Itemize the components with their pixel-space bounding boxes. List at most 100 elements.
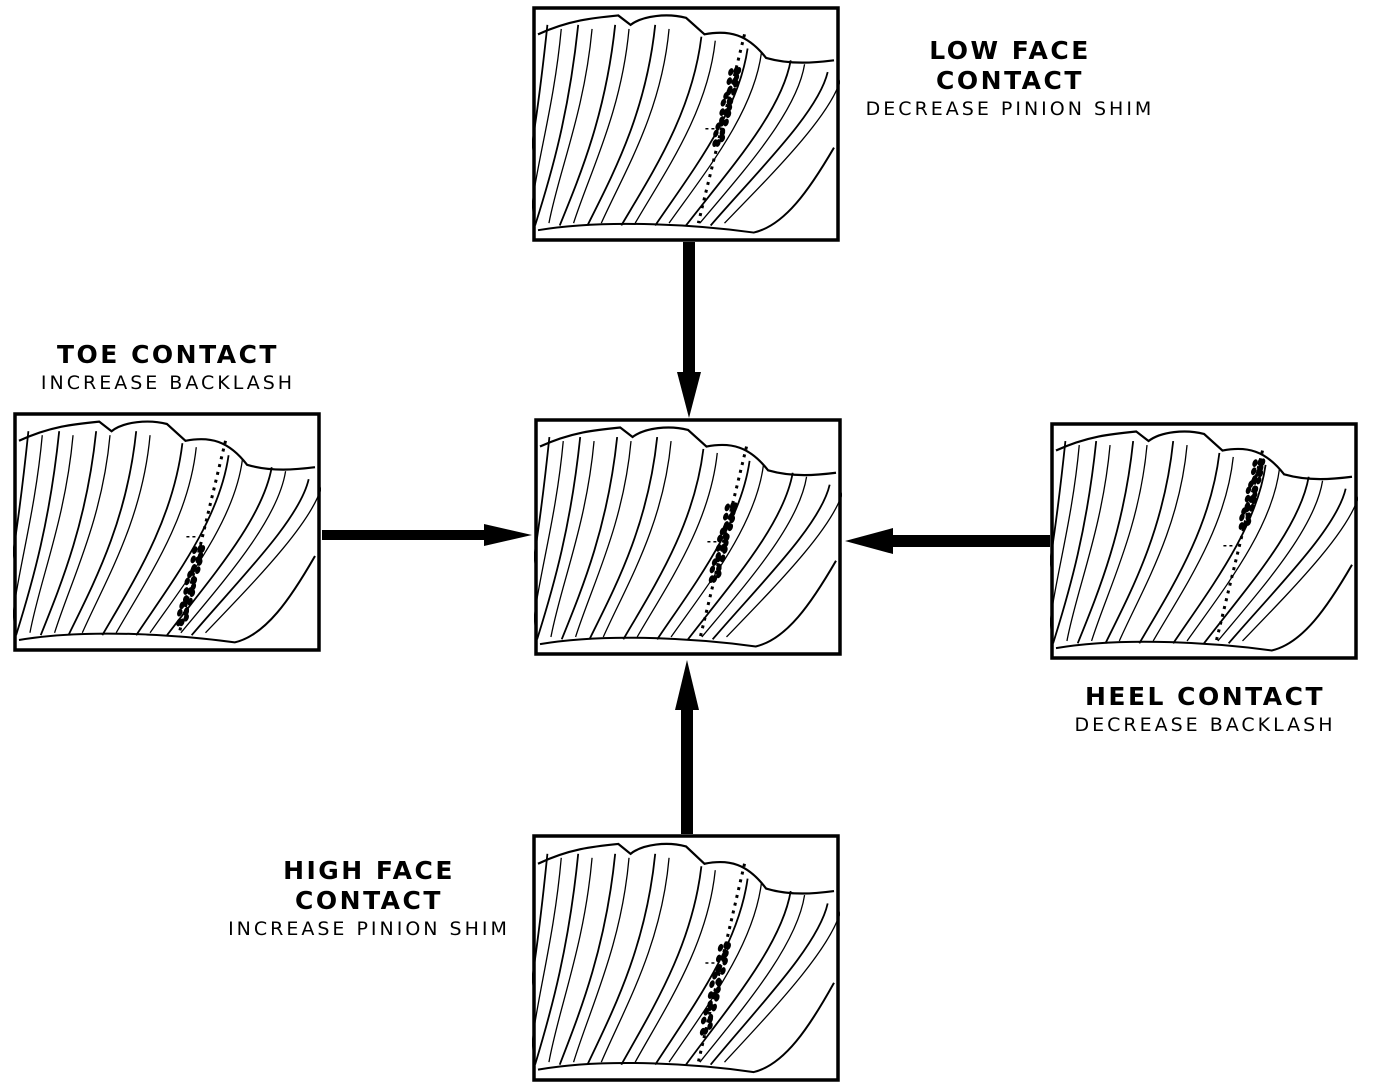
panel-frame — [1050, 422, 1358, 660]
contact-pattern — [699, 941, 731, 1036]
tooth-edge — [81, 435, 151, 634]
tooth-edge — [602, 440, 672, 638]
tooth-edge — [67, 431, 138, 636]
gear-panel-toe — [13, 412, 321, 652]
tooth-edge — [726, 491, 842, 638]
tooth-edge — [572, 857, 630, 1063]
tooth-edge — [670, 464, 765, 638]
tooth-edge — [115, 447, 197, 634]
tooth-edge — [654, 48, 749, 226]
gear-drawing — [532, 6, 840, 242]
tooth-edge — [534, 440, 564, 626]
tooth-edge — [1050, 440, 1067, 568]
tooth-edge — [1152, 456, 1234, 642]
tooth-edge — [588, 436, 659, 640]
gear-drawing — [532, 834, 840, 1082]
heading-heel: HEEL CONTACT — [1084, 682, 1326, 711]
tooth-edge — [622, 448, 705, 640]
gear-panel-correct — [534, 418, 842, 656]
tooth-edge — [532, 28, 562, 213]
arrow-low-face-to-center — [677, 240, 701, 418]
tooth-edge — [1227, 488, 1347, 644]
contact-pattern — [712, 66, 742, 147]
heading-high-face: HIGH FACE CONTACT — [283, 856, 455, 915]
tooth-edge — [1118, 444, 1188, 642]
label-low-face-contact: LOW FACE CONTACT DECREASE PINION SHIM — [860, 36, 1160, 121]
gear-panel-heel — [1050, 422, 1358, 660]
gear-top-contour — [539, 426, 837, 477]
label-toe-contact: TOE CONTACT INCREASE BACKLASH — [18, 340, 318, 395]
tooth-edge — [572, 28, 630, 224]
tooth-edge — [1172, 464, 1267, 644]
gear-bottom-contour — [18, 555, 316, 644]
tooth-edge — [586, 24, 657, 226]
contact-pattern — [1238, 458, 1266, 531]
tooth-edge — [1217, 480, 1324, 642]
tooth-edge — [101, 443, 184, 636]
tooth-edge — [29, 435, 74, 633]
tooth-edge — [634, 870, 716, 1063]
gear-drawing — [13, 412, 321, 652]
gear-drawing — [1050, 422, 1358, 660]
tooth-edge — [636, 452, 718, 638]
tooth-edge — [534, 436, 551, 564]
tooth-edge — [656, 460, 751, 640]
tooth-edge — [620, 866, 703, 1066]
tooth-edge — [149, 459, 244, 634]
tooth-edge — [166, 467, 273, 636]
tooth-edge — [600, 857, 670, 1063]
tooth-edge — [1076, 440, 1135, 644]
tooth-edge — [1104, 440, 1175, 644]
tooth-edge — [701, 476, 808, 638]
gear-top-contour — [18, 420, 316, 471]
tooth-edge — [1090, 444, 1148, 642]
tooth-edge — [534, 853, 580, 1065]
tooth-edge — [1242, 495, 1358, 642]
panel-frame — [532, 834, 840, 1082]
heading-toe: TOE CONTACT — [57, 340, 279, 369]
tooth-edge — [13, 435, 43, 622]
tooth-edge — [15, 431, 61, 636]
gear-bottom-contour — [1055, 564, 1353, 652]
gear-drawing — [534, 418, 842, 656]
gear-top-contour — [1055, 430, 1353, 481]
tooth-edge — [532, 853, 549, 986]
gear-top-contour — [537, 842, 835, 895]
tooth-edge — [548, 857, 593, 1063]
tooth-edge — [550, 440, 595, 638]
pitch-line — [696, 33, 746, 224]
tooth-edge — [205, 486, 321, 634]
tooth-edge — [574, 440, 632, 638]
tooth-edge — [711, 484, 831, 640]
tooth-edge — [600, 28, 670, 224]
tooth-edge — [560, 436, 619, 640]
label-high-face-contact: HIGH FACE CONTACT INCREASE PINION SHIM — [214, 856, 524, 941]
tooth-edge — [709, 903, 829, 1066]
contact-pattern — [176, 544, 206, 627]
tooth-edge — [724, 78, 840, 224]
heading-low-face: LOW FACE CONTACT — [929, 36, 1091, 95]
arrow-toe-to-center — [322, 524, 532, 546]
tooth-edge — [548, 28, 593, 224]
action-heel: DECREASE BACKLASH — [1074, 714, 1336, 736]
arrow-high-face-to-center — [675, 660, 699, 836]
tooth-edge — [699, 64, 806, 224]
tooth-edge — [53, 435, 111, 633]
tooth-edge — [620, 36, 703, 226]
pitch-line — [698, 446, 748, 638]
tooth-edge — [532, 857, 562, 1051]
tooth-edge — [634, 40, 716, 224]
panel-frame — [13, 412, 321, 652]
tooth-edge — [534, 24, 580, 226]
panel-frame — [534, 418, 842, 656]
arrow-heel-to-center — [845, 528, 1050, 554]
tooth-edge — [709, 71, 829, 227]
tooth-edge — [1186, 468, 1281, 642]
pitch-line — [177, 440, 227, 634]
tooth-edge — [724, 910, 840, 1063]
action-toe: INCREASE BACKLASH — [40, 372, 296, 394]
label-heel-contact: HEEL CONTACT DECREASE BACKLASH — [1055, 682, 1355, 737]
tooth-edge — [39, 431, 98, 636]
panel-frame — [532, 6, 840, 242]
